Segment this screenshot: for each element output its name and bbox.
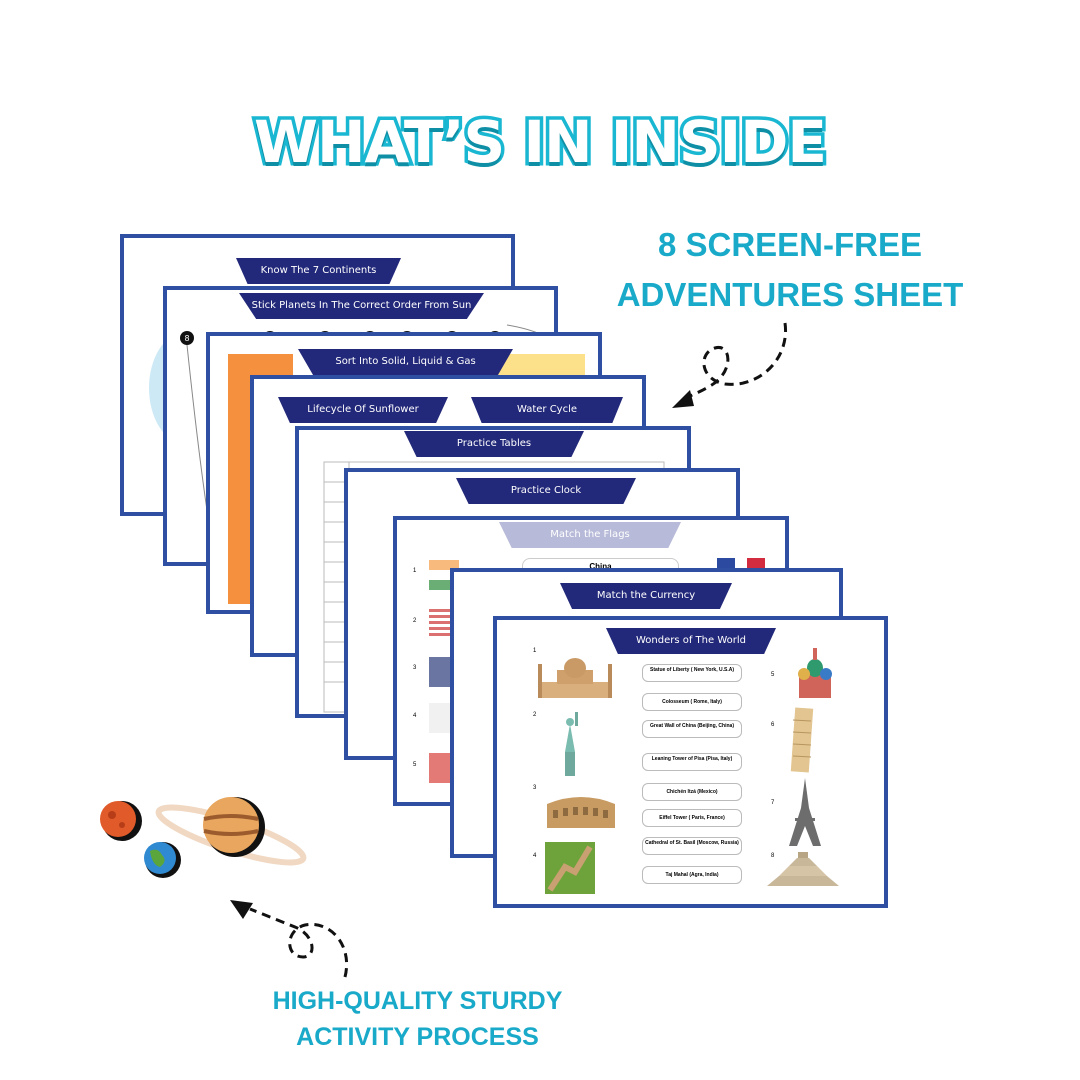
wonder-label: Cathedral of St. Basil (Moscow, Russia): [642, 837, 742, 855]
quality-callout-line1: HIGH-QUALITY STURDY: [272, 987, 563, 1015]
chichen-itza-icon: [767, 852, 839, 886]
taj-mahal-icon: [538, 658, 612, 698]
dashed-arrow-top-icon: [672, 322, 788, 408]
svg-text:8: 8: [184, 334, 189, 343]
flag-number-3: 3: [413, 665, 417, 671]
sheet-title: Know The 7 Continents: [236, 258, 401, 284]
sheet-title: Practice Tables: [404, 431, 584, 457]
colosseum-icon: [547, 797, 615, 828]
wonder-number-8: 8: [771, 853, 775, 859]
wonder-label: Taj Mahal (Agra, India): [642, 866, 742, 884]
sheet-wonders: Wonders of The World 1 2 3 4 5 6 7 8 Sta…: [493, 616, 888, 908]
wonder-number-1: 1: [533, 648, 537, 654]
page-title: WHAT’S IN INSIDE: [250, 105, 830, 180]
wonder-number-7: 7: [771, 800, 775, 806]
wonder-label: Chichén Itzá (Mexico): [642, 783, 742, 801]
wonder-number-2: 2: [533, 712, 537, 718]
wonder-number-3: 3: [533, 785, 537, 791]
sheet-title: Wonders of The World: [606, 628, 776, 654]
sheets-callout: 8 SCREEN-FREE ADVENTURES SHEET: [600, 220, 980, 320]
sheet-title-2: Water Cycle: [471, 397, 623, 423]
wonder-number-6: 6: [771, 722, 775, 728]
wonder-label: Leaning Tower of Pisa (Pisa, Italy): [642, 753, 742, 771]
sheet-title: Lifecycle Of Sunflower: [278, 397, 448, 423]
flag-number-2: 2: [413, 618, 417, 624]
sheet-title: Stick Planets In The Correct Order From …: [239, 293, 484, 319]
sheet-title: Sort Into Solid, Liquid & Gas: [298, 349, 513, 375]
wonder-label: Great Wall of China (Beijing, China): [642, 720, 742, 738]
planets-illustration: [100, 797, 307, 878]
st-basil-cathedral-icon: [798, 648, 832, 698]
wonder-label: Colosseum ( Rome, Italy): [642, 693, 742, 711]
quality-callout-line2: ACTIVITY PROCESS: [296, 1023, 539, 1051]
flag-number-4: 4: [413, 713, 417, 719]
wonder-label: Eiffel Tower ( Paris, France): [642, 809, 742, 827]
sheets-callout-line2: ADVENTURES SHEET: [616, 276, 964, 313]
eiffel-tower-icon: [789, 778, 821, 846]
leaning-tower-of-pisa-icon: [790, 707, 814, 773]
mars-icon: [100, 801, 142, 841]
dashed-arrow-bottom-icon: [230, 900, 348, 978]
wonder-number-5: 5: [771, 672, 775, 678]
wonder-number-4: 4: [533, 853, 537, 859]
sheet-title: Match the Currency: [560, 583, 732, 609]
sheet-title: Practice Clock: [456, 478, 636, 504]
quality-callout: HIGH-QUALITY STURDY ACTIVITY PROCESS: [250, 983, 585, 1055]
great-wall-icon: [545, 842, 595, 894]
earth-icon: [144, 842, 181, 878]
flag-number-5: 5: [413, 762, 417, 768]
saturn-icon: [155, 797, 307, 866]
wonder-label: Statue of Liberty ( New York, U.S.A): [642, 664, 742, 682]
statue-of-liberty-icon: [565, 712, 578, 776]
sheets-callout-line1: 8 SCREEN-FREE: [657, 226, 923, 263]
sheet-title: Match the Flags: [499, 522, 681, 548]
flag-number-1: 1: [413, 568, 417, 574]
